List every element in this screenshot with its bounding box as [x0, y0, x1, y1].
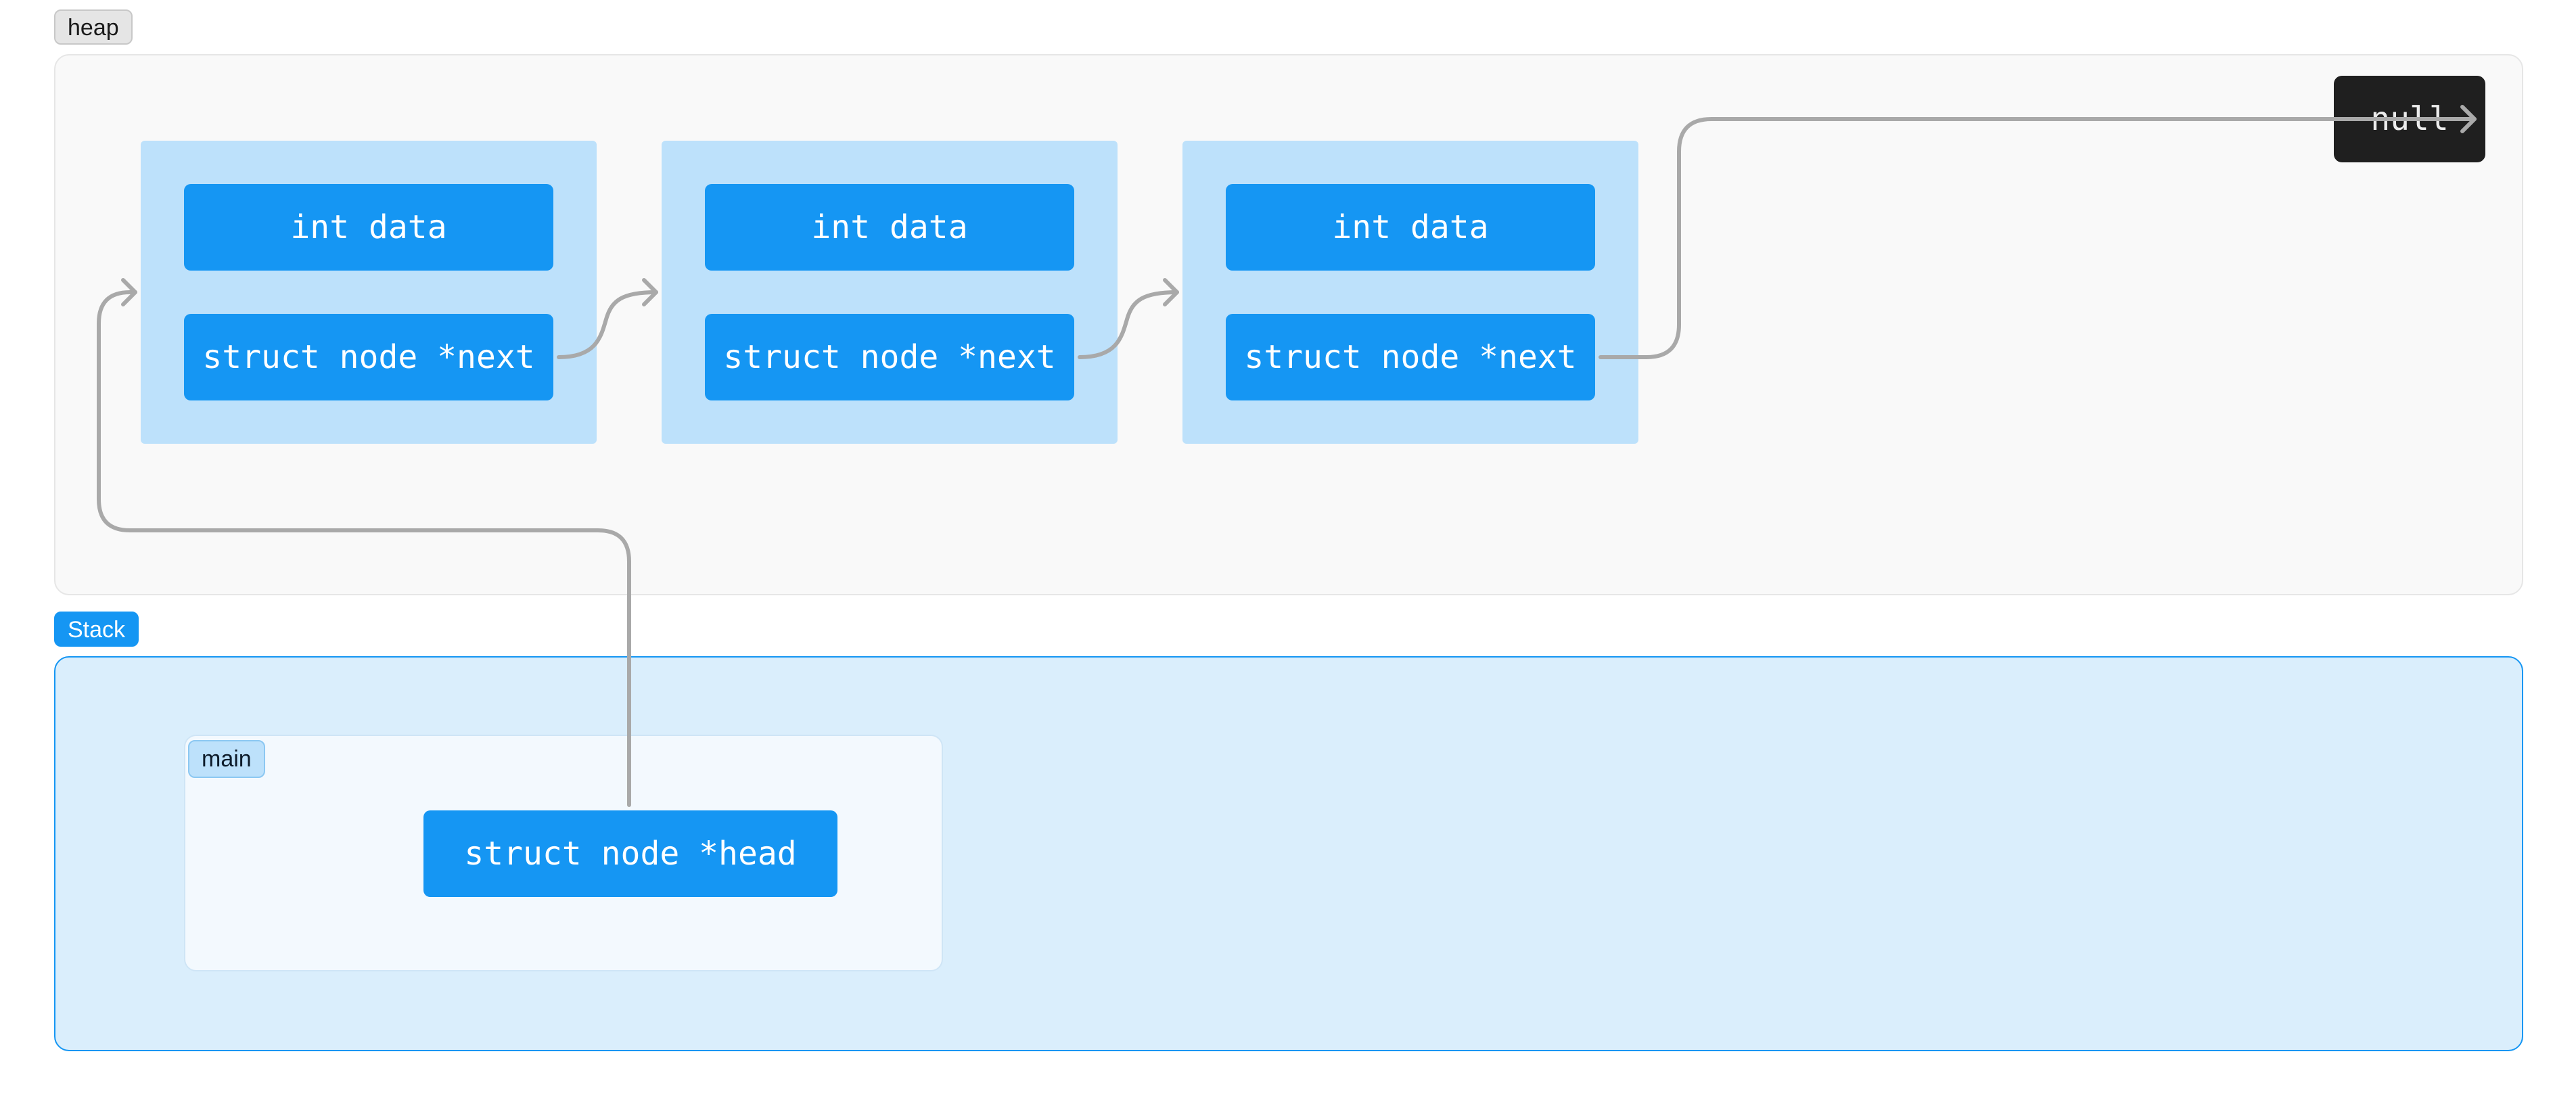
head-pointer-field: struct node *head	[423, 810, 837, 897]
main-frame-label: main	[188, 740, 265, 778]
heap-label: heap	[54, 9, 133, 45]
node-2-data-field: int data	[705, 184, 1074, 271]
node-1-data-field: int data	[184, 184, 553, 271]
node-2-next-field: struct node *next	[705, 314, 1074, 400]
null-terminator: null	[2334, 76, 2485, 162]
node-3-next-field: struct node *next	[1226, 314, 1595, 400]
stack-label: Stack	[54, 612, 139, 647]
node-3-data-field: int data	[1226, 184, 1595, 271]
node-1-next-field: struct node *next	[184, 314, 553, 400]
